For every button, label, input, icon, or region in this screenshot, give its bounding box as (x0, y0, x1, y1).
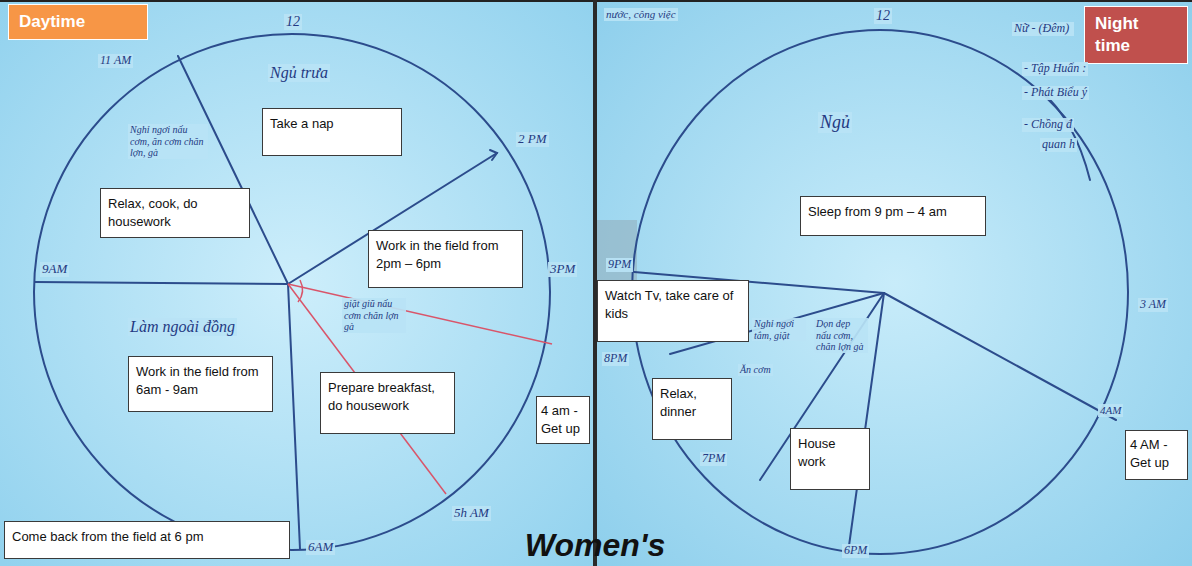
handwritten-note: 9PM (606, 258, 633, 272)
box-text: Watch Tv, take care of kids (605, 287, 741, 322)
handwritten-note: quan h (1040, 138, 1077, 152)
handwritten-note: 2 PM (516, 132, 549, 147)
handwritten-note: Nghỉ ngơi tắm, giặt (752, 318, 806, 341)
box-text: Night time (1095, 13, 1177, 57)
box-text: Work in the field from 2pm – 6pm (376, 237, 515, 272)
box-text: Sleep from 9 pm – 4 am (808, 203, 978, 221)
box-text: Take a nap (270, 115, 394, 133)
red-divider (288, 284, 446, 494)
handwritten-note: 8PM (602, 352, 629, 366)
activity-box: House work (790, 428, 870, 490)
day-clock (34, 34, 550, 550)
activity-box: Come back from the field at 6 pm (4, 521, 290, 559)
handwritten-note: - Chồng đ (1022, 118, 1074, 132)
activity-box: Relax, dinner (652, 378, 732, 440)
activity-box: Sleep from 9 pm – 4 am (800, 196, 986, 236)
box-text: Relax, cook, do housework (108, 195, 242, 230)
red-arc (298, 280, 303, 302)
activity-box: 4 AM - Get up (1125, 430, 1188, 480)
activity-box: Work in the field from 6am - 9am (128, 356, 273, 412)
box-text: 4 am - Get up (541, 402, 585, 437)
box-text: Prepare breakfast, do housework (328, 379, 447, 414)
handwritten-note: 3PM (548, 262, 577, 277)
handwritten-note: Ngủ trưa (268, 64, 330, 82)
handwritten-note: giặt giũ nấu cơm chăn lợn gà (342, 298, 406, 333)
night-divider (884, 293, 1116, 420)
handwritten-note: Dọn dẹp nấu cơm, chăn lợn gà (814, 318, 868, 353)
box-text: Daytime (19, 11, 137, 33)
day-tick (490, 150, 497, 160)
handwritten-note: Ăn cơm (738, 364, 773, 376)
night-board (597, 0, 1192, 566)
activity-box: Take a nap (262, 108, 402, 156)
box-text: Work in the field from 6am - 9am (136, 363, 265, 398)
day-board (0, 0, 594, 566)
handwritten-note: Ngủ (818, 112, 852, 133)
period-tag: Night time (1084, 6, 1188, 64)
activity-box: 4 am - Get up (536, 396, 590, 444)
handwritten-note: 5h AM (452, 506, 491, 521)
handwritten-note: Làm ngoài đồng (128, 318, 237, 336)
handwritten-note: 9AM (40, 262, 69, 277)
handwritten-note: nước, công việc (604, 8, 678, 21)
handwritten-note: Nghỉ ngơi nấu cơm, ăn cơm chăn lợn, gà (128, 124, 208, 159)
box-text: Come back from the field at 6 pm (12, 528, 282, 546)
red-divider (288, 284, 552, 344)
handwritten-note: 7PM (700, 452, 727, 466)
activity-box: Relax, cook, do housework (100, 188, 250, 238)
handwritten-note: - Phát Biểu ý (1022, 86, 1089, 100)
handwritten-note: 11 AM (98, 54, 133, 68)
activity-box: Work in the field from 2pm – 6pm (368, 230, 523, 288)
handwritten-note: 3 AM (1138, 298, 1168, 312)
diagram-title: Women's (525, 527, 665, 564)
handwritten-note: 12 (874, 8, 892, 24)
period-tag: Daytime (8, 4, 148, 40)
box-text: Relax, dinner (660, 385, 724, 420)
handwritten-note: Nữ - (Đêm) (1012, 22, 1074, 36)
day-divider (288, 284, 300, 549)
night-stroke (1040, 90, 1090, 180)
handwritten-note: 6PM (842, 544, 869, 558)
activity-box: Watch Tv, take care of kids (597, 280, 749, 342)
handwritten-note: 4AM (1098, 404, 1123, 417)
box-text: 4 AM - Get up (1130, 436, 1183, 471)
day-divider (178, 56, 288, 284)
handwritten-note: 6AM (306, 540, 335, 555)
activity-box: Prepare breakfast, do housework (320, 372, 455, 434)
box-text: House work (798, 435, 862, 470)
handwritten-note: - Tập Huấn : (1022, 62, 1088, 76)
day-divider (35, 282, 288, 284)
handwritten-note: 12 (284, 14, 302, 30)
